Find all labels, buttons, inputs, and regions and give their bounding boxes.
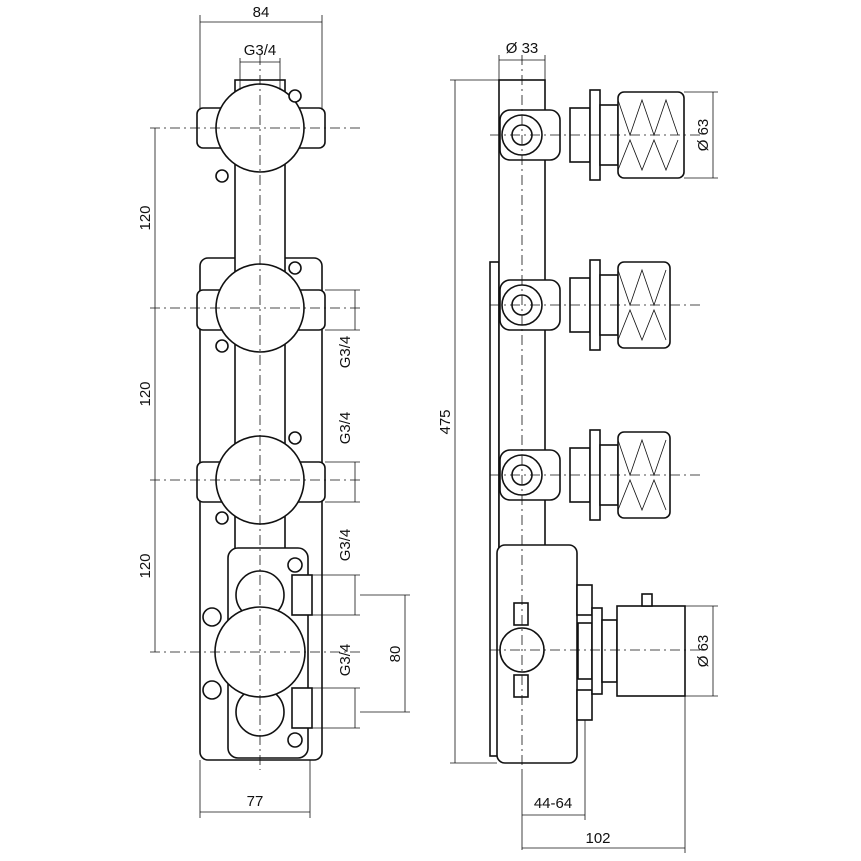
mixer-body xyxy=(202,547,313,759)
dim-mixer-height: 80 xyxy=(387,646,404,663)
dim-width-top: 84 xyxy=(253,4,270,21)
dim-width-bottom: 77 xyxy=(247,793,264,810)
dim-outlet-thread-4: G3/4 xyxy=(337,644,354,677)
dim-pipe-diameter: Ø 33 xyxy=(506,40,539,57)
dim-spacing-2: 120 xyxy=(137,381,154,406)
dim-inlet-thread: G3/4 xyxy=(244,42,277,59)
mounting-tabs xyxy=(215,89,302,525)
dim-total-height: 475 xyxy=(437,409,454,434)
dim-spacing-3: 120 xyxy=(137,553,154,578)
dim-wall-depth-range: 44-64 xyxy=(534,795,572,812)
dim-outlet-thread-1: G3/4 xyxy=(337,336,354,369)
dim-total-depth: 102 xyxy=(585,830,610,847)
dim-knob-diameter-top: Ø 63 xyxy=(695,119,712,152)
front-view: 84 G3/4 120 120 120 G3/4 G3/4 G3/4 G3/4 … xyxy=(137,4,410,818)
side-view: Ø 33 Ø 63 Ø 63 475 44-64 102 xyxy=(437,40,718,853)
dim-outlet-thread-2: G3/4 xyxy=(337,412,354,445)
dim-knob-diameter-bottom: Ø 63 xyxy=(695,635,712,668)
dim-outlet-thread-3: G3/4 xyxy=(337,529,354,562)
side-knobs xyxy=(569,89,685,521)
side-mixer xyxy=(496,544,686,764)
dim-spacing-1: 120 xyxy=(137,205,154,230)
